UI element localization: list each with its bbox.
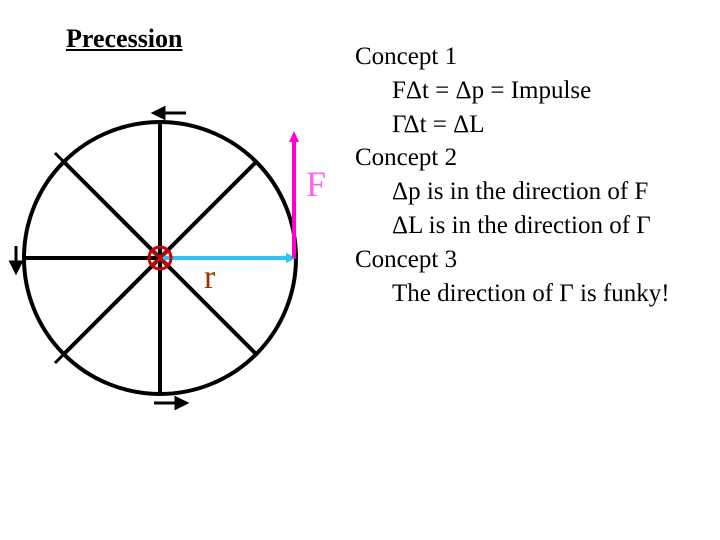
radius-label: r: [204, 259, 216, 296]
axle-marker-icon: [147, 245, 173, 271]
arrow-left-down-icon: [8, 260, 24, 276]
rim-ticks: [53, 120, 267, 396]
arrow-top-left-icon: [150, 105, 166, 121]
concept-heading: Concept 2: [355, 144, 458, 172]
concept-detail-line: FΔt = Δp = Impulse: [392, 76, 592, 104]
arrow-bottom-right-icon: [174, 395, 190, 411]
force-label: F: [306, 164, 326, 204]
slide-title: Precession: [66, 24, 183, 53]
concept-detail-line: ΓΔt = ΔL: [392, 110, 485, 138]
radius-arrowhead-icon: [286, 253, 296, 263]
concept-heading: Concept 1: [355, 43, 458, 70]
concept-detail-line: ΔL is in the direction of Γ: [392, 211, 651, 239]
force-arrowhead-icon: [289, 131, 299, 142]
concept-detail-line: The direction of Γ is funky!: [392, 279, 670, 307]
concept-heading: Concept 3: [355, 245, 458, 273]
concept-detail-line: Δp is in the direction of F: [392, 178, 649, 206]
rotation-arrows: [8, 105, 190, 411]
